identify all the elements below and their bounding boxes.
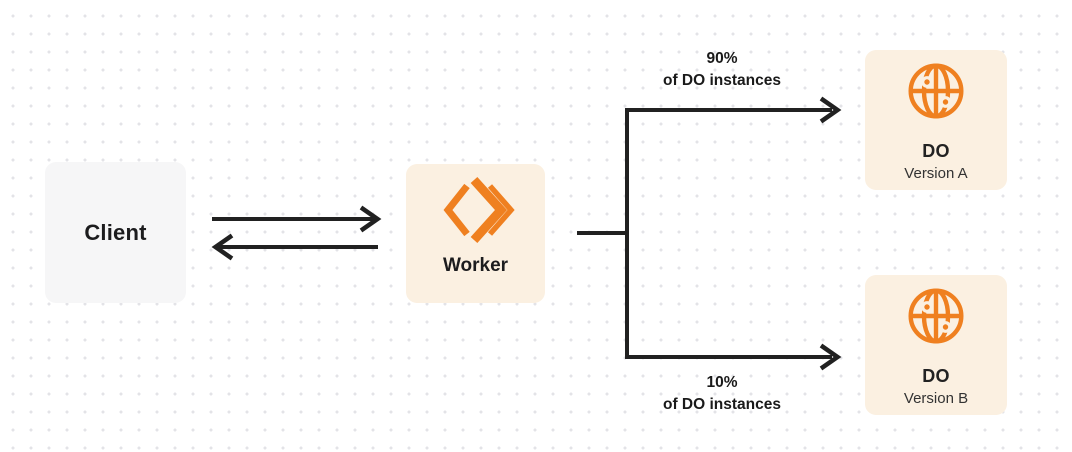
- client-label: Client: [84, 219, 147, 245]
- branch-a-traffic-caption: of DO instances: [663, 71, 781, 89]
- do-version-b-node: DO Version B: [865, 275, 1007, 415]
- branch-a-traffic-percent: 90%: [706, 50, 738, 67]
- do-version-a-subtitle: Version A: [904, 165, 968, 182]
- globe-icon: [908, 288, 964, 344]
- client-worker-request-arrow: [212, 205, 382, 233]
- do-version-a-node: DO Version A: [865, 50, 1007, 190]
- branch-b-traffic-label: 10% of DO instances: [622, 372, 822, 415]
- worker-label: Worker: [442, 255, 509, 276]
- branch-arrow-to-version-a: [625, 96, 842, 124]
- branch-b-traffic-percent: 10%: [706, 374, 738, 391]
- worker-client-response-arrow: [211, 233, 378, 261]
- branch-arrow-to-version-b: [625, 343, 842, 371]
- client-node: Client: [45, 162, 186, 303]
- do-version-b-subtitle: Version B: [903, 390, 969, 407]
- globe-icon: [908, 63, 964, 119]
- branch-a-traffic-label: 90% of DO instances: [622, 48, 822, 91]
- do-version-a-title: DO: [922, 141, 950, 161]
- branch-b-traffic-caption: of DO instances: [663, 395, 781, 413]
- workers-icon: [443, 176, 515, 244]
- worker-node: Worker: [406, 164, 545, 303]
- do-version-b-title: DO: [922, 366, 950, 386]
